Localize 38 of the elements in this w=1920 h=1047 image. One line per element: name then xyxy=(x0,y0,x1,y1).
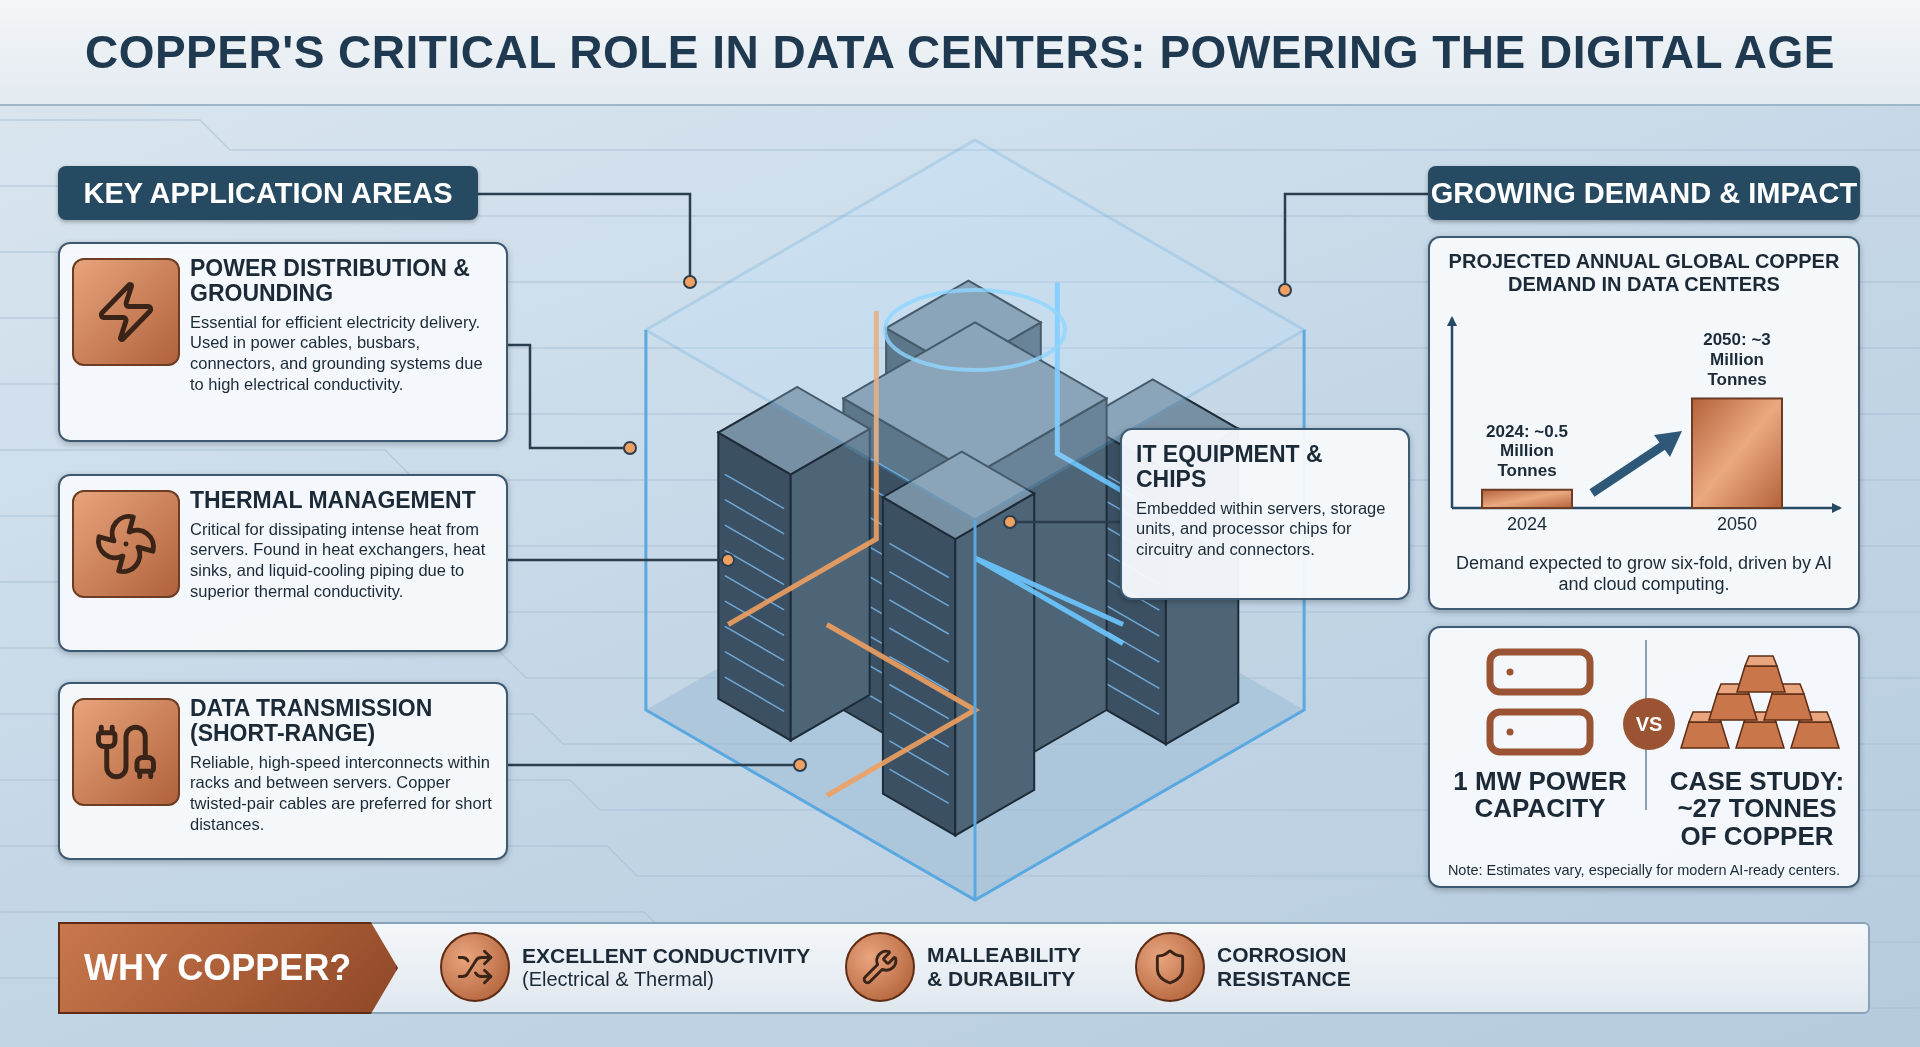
section-header: GROWING DEMAND & IMPACT xyxy=(1428,166,1860,220)
axis-tick-label: 2024 xyxy=(1505,514,1548,535)
leader-line xyxy=(1278,192,1428,297)
application-card xyxy=(58,474,508,652)
capacity-text: 1 MW POWER CAPACITY xyxy=(1452,768,1628,823)
leader-line xyxy=(508,553,735,567)
title: COPPER'S CRITICAL ROLE IN DATA CENTERS: POWERING THE DIGITAL AGE xyxy=(84,25,1836,79)
chart-card xyxy=(1428,236,1860,610)
axis-tick-label: 2050 xyxy=(1715,514,1758,535)
card-heading: POWER DISTRIBUTION & GROUNDING xyxy=(190,256,471,306)
value-label: 2024: ~0.5 Million Tonnes xyxy=(1485,421,1569,481)
card-description: Essential for efficient electricity delivery. Used in power cables, busbars, connectors, and grounding systems due to high electrical conductivity. xyxy=(190,311,484,395)
feature-title: MALLEABILITY & DURABILITY xyxy=(927,943,1082,991)
application-card xyxy=(58,242,508,442)
card-description: Critical for dissipating intense heat from servers. Found in heat exchangers, heat sinks, and liquid-cooling piping due to superior thermal conductivity. xyxy=(190,518,487,602)
vs-badge: VS xyxy=(1623,698,1675,750)
copper-amount-text: CASE STUDY: ~27 TONNES OF COPPER xyxy=(1668,768,1846,850)
card-heading: IT EQUIPMENT & CHIPS xyxy=(1136,442,1324,492)
comparison-card xyxy=(1428,626,1860,888)
chart-title: PROJECTED ANNUAL GLOBAL COPPER DEMAND IN DATA CENTERS xyxy=(1447,250,1841,296)
feature-subtitle: (Electrical & Thermal) xyxy=(522,967,715,990)
note-text: Note: Estimates vary, especially for modern AI-ready centers. xyxy=(1446,862,1842,878)
chart-caption: Demand expected to grow six-fold, driven by AI and cloud computing. xyxy=(1454,552,1834,596)
feature-title: CORROSION RESISTANCE xyxy=(1217,943,1352,991)
application-card xyxy=(1120,428,1410,600)
section-header: KEY APPLICATION AREAS xyxy=(58,166,478,220)
value-label: 2050: ~3 Million Tonnes xyxy=(1702,330,1772,390)
leader-line xyxy=(1003,515,1120,529)
section-banner: WHY COPPER? xyxy=(58,922,398,1014)
application-card xyxy=(58,682,508,860)
feature-title: EXCELLENT CONDUCTIVITY xyxy=(522,944,812,968)
leader-line xyxy=(508,343,637,455)
card-heading: THERMAL MANAGEMENT xyxy=(190,488,477,513)
card-heading: DATA TRANSMISSION (SHORT-RANGE) xyxy=(190,696,434,746)
card-description: Embedded within servers, storage units, and processor chips for circuitry and connectors. xyxy=(1136,497,1387,560)
leader-line xyxy=(508,758,807,772)
card-description: Reliable, high-speed interconnects within racks and between servers. Copper twisted-pair cables are preferred for short distances. xyxy=(190,751,493,835)
leader-line xyxy=(478,192,697,289)
